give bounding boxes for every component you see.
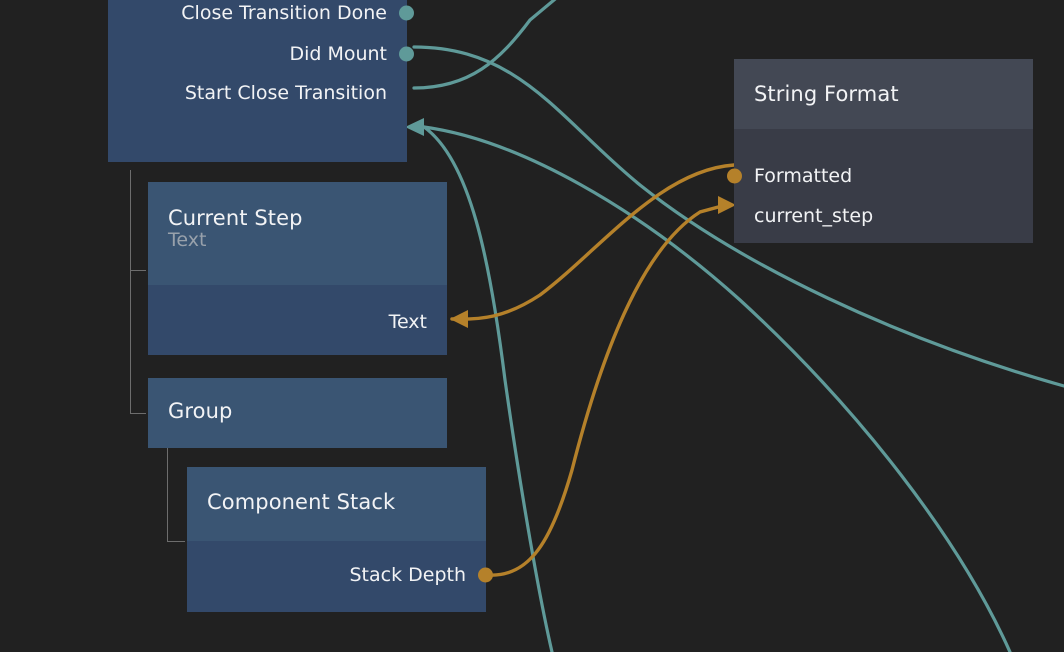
port-label-close-transition-done: Close Transition Done (181, 1, 387, 24)
wire-formatted-to-text (450, 163, 736, 321)
tree-line-stub-component-stack (167, 541, 185, 543)
wire-did-mount (412, 0, 557, 90)
port-dot-close-transition-done-icon[interactable] (399, 5, 414, 21)
node-dialog[interactable]: Close Transition Done Did Mount Start Cl… (108, 0, 414, 162)
arrowhead-text-input (450, 310, 468, 328)
node-string-format-header: String Format (734, 59, 1033, 129)
port-label-formatted: Formatted (754, 164, 853, 187)
port-row-current-step-param[interactable]: current_step (734, 205, 873, 227)
tree-line-vertical-main (130, 170, 132, 414)
node-group-header: Group (148, 378, 447, 448)
port-dot-stack-depth-icon[interactable] (478, 567, 493, 583)
node-current-step-title: Current Step (168, 206, 303, 230)
node-current-step-header: Current Step Text (148, 182, 447, 285)
port-label-stack-depth: Stack Depth (349, 563, 466, 586)
port-row-did-mount[interactable]: Did Mount (289, 42, 414, 65)
tree-line-stub-current-step (130, 270, 146, 272)
node-string-format[interactable]: String Format Formatted current_step (727, 59, 1033, 243)
node-component-stack[interactable]: Component Stack Stack Depth (187, 467, 493, 612)
port-row-start-close-transition[interactable]: Start Close Transition (185, 82, 407, 104)
port-row-current-step-text[interactable]: Text (389, 311, 447, 333)
port-label-did-mount: Did Mount (289, 42, 387, 65)
port-dot-did-mount-icon[interactable] (399, 46, 414, 62)
tree-line-stub-group (130, 413, 146, 415)
node-component-stack-header: Component Stack (187, 467, 486, 541)
node-group[interactable]: Group (148, 378, 447, 448)
port-row-formatted[interactable]: Formatted (727, 164, 853, 187)
port-row-stack-depth[interactable]: Stack Depth (349, 563, 493, 586)
node-current-step[interactable]: Current Step Text Text (148, 182, 447, 355)
node-group-title: Group (168, 399, 233, 423)
node-dialog-body: Close Transition Done Did Mount Start Cl… (108, 0, 414, 162)
arrowhead-start-close-transition (405, 118, 424, 136)
tree-line-vertical-group (167, 448, 169, 542)
wire-stack-depth-to-current-step (485, 204, 724, 577)
node-string-format-title: String Format (754, 82, 899, 106)
wire-arrowheads (405, 118, 736, 328)
port-dot-formatted-icon[interactable] (727, 168, 742, 184)
node-current-step-subtitle: Text (168, 229, 207, 252)
port-label-current-step-param: current_step (754, 204, 874, 227)
node-component-stack-title: Component Stack (207, 490, 396, 514)
port-label-start-close-transition: Start Close Transition (184, 81, 387, 104)
node-current-step-body: Text (148, 285, 447, 355)
node-component-stack-body: Stack Depth (187, 541, 493, 612)
node-string-format-body: Formatted current_step (727, 129, 1033, 243)
port-row-close-transition-done[interactable]: Close Transition Done (181, 1, 414, 24)
port-label-current-step-text: Text (388, 310, 427, 333)
